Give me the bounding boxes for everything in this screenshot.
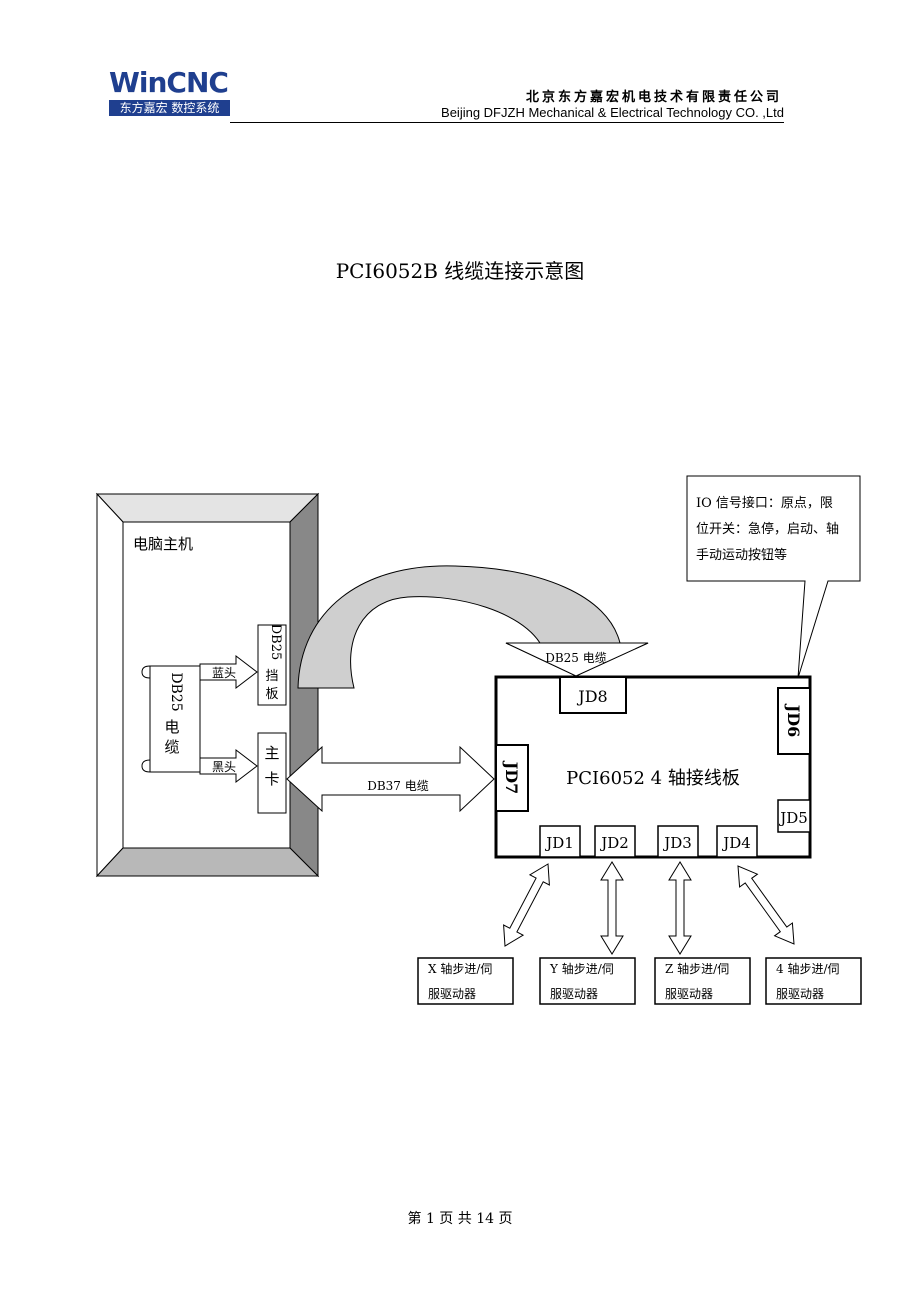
driver-box-y [539,957,636,1005]
arrow-jd2-y [600,861,624,955]
db25-panel-char-1: 挡 [265,669,278,684]
blue-head-label: 蓝头 [212,666,236,680]
header-rule [230,122,784,123]
company-name-en: Beijing DFJZH Mechanical & Electrical Te… [441,105,784,120]
driver-y-line-2: 服驱动器 [550,987,598,1001]
arrow-jd3-z [668,861,692,955]
driver-x-line-2: 服驱动器 [428,987,476,1001]
port-jd5-label: JD5 [778,809,808,827]
db25-curved-cable [297,565,649,689]
logo-subtitle: 东方嘉宏 数控系统 [109,100,230,116]
db25-panel [257,624,287,706]
db25-panel-char-2: 板 [265,687,278,702]
io-note-line-2: 位开关：急停，启动、轴 [696,521,839,537]
port-jd8 [559,676,627,714]
arrow-jd1-x [503,863,550,947]
port-jd1 [539,825,581,858]
blue-head-arrow [199,654,258,690]
black-head-arrow [199,748,258,784]
port-jd6-label: JD6 [784,703,803,738]
driver-x-line-1: X 轴步进/伺 [428,961,492,976]
main-card [257,732,287,814]
port-jd7 [495,744,529,812]
arrow-jd4-4 [737,865,795,945]
db25-arrow-head [505,642,649,677]
black-head-label: 黑头 [212,760,236,774]
main-card-char-2: 卡 [264,770,279,788]
inner-cable-char-2: 缆 [164,738,179,756]
inner-cable-char-1: 电 [164,718,179,736]
page-footer: 第 1 页 共 14 页 [407,1211,513,1227]
db25-panel-label: DB25 [268,624,283,661]
port-jd6 [777,687,811,755]
inner-db25-label: DB25 [168,672,184,711]
port-jd4-label: JD4 [721,834,751,852]
driver-box-x [417,957,514,1005]
io-callout [686,475,861,679]
driver-z-line-1: Z 轴步进/伺 [665,961,729,976]
port-jd1-label: JD1 [544,834,574,852]
port-jd7-label: JD7 [502,760,521,795]
driver-box-4 [765,957,862,1005]
company-logo: WinCNC 东方嘉宏 数控系统 [109,67,230,117]
driver-4-line-1: 4 轴步进/伺 [776,961,840,976]
logo-text: WinCNC [109,66,229,99]
driver-4-line-2: 服驱动器 [776,987,824,1001]
driver-arrows [503,861,795,955]
io-note-line-1: IO 信号接口：原点，限 [696,495,833,511]
page-title: PCI6052B 线缆连接示意图 [335,259,585,283]
port-jd2-label: JD2 [599,834,629,852]
port-jd3 [657,825,699,858]
pc-label: 电脑主机 [133,535,193,553]
io-note-line-3: 手动运动按钮等 [696,547,787,563]
company-name-cn: 北京东方嘉宏机电技术有限责任公司 [525,90,782,105]
db25-cable-label: DB25 电缆 [545,651,607,665]
port-jd2 [594,825,636,858]
db37-cable-label: DB37 电缆 [367,779,429,793]
board-label: PCI6052 4 轴接线板 [566,768,740,789]
port-jd4 [716,825,758,858]
main-card-char-1: 主 [264,744,279,762]
db37-double-arrow [286,745,495,813]
port-jd5 [777,799,811,833]
driver-z-line-2: 服驱动器 [665,987,713,1001]
port-jd3-label: JD3 [662,834,692,852]
driver-box-z [654,957,751,1005]
driver-y-line-1: Y 轴步进/伺 [549,961,614,976]
port-jd8-label: JD8 [576,687,607,706]
